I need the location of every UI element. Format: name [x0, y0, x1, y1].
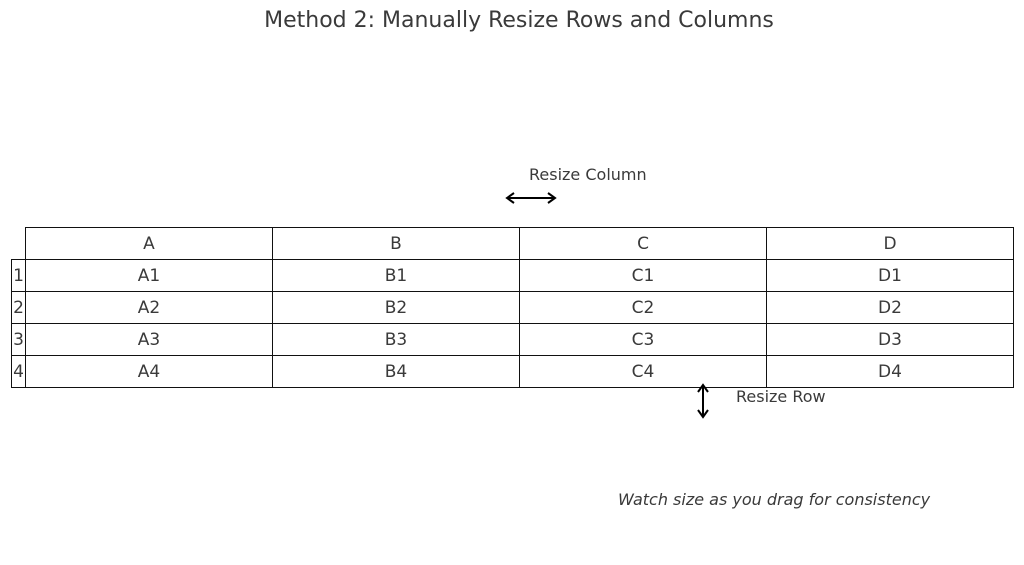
table-cell[interactable]: B2 [272, 291, 520, 324]
table-cell[interactable]: D1 [766, 259, 1014, 292]
resize-column-label: Resize Column [529, 165, 647, 184]
table-cell[interactable]: D3 [766, 323, 1014, 356]
column-header-d[interactable]: D [766, 227, 1014, 260]
table-cell[interactable]: D4 [766, 355, 1014, 388]
row-header-3[interactable]: 3 [11, 323, 26, 356]
row-header-2[interactable]: 2 [11, 291, 26, 324]
table-cell[interactable]: B3 [272, 323, 520, 356]
table-cell[interactable]: D2 [766, 291, 1014, 324]
table-cell[interactable]: C4 [519, 355, 767, 388]
table-cell[interactable]: B1 [272, 259, 520, 292]
table-cell[interactable]: C2 [519, 291, 767, 324]
row-header-1[interactable]: 1 [11, 259, 26, 292]
table-cell[interactable]: A4 [25, 355, 273, 388]
row-header-4[interactable]: 4 [11, 355, 26, 388]
tip-note: Watch size as you drag for consistency [618, 490, 931, 509]
table-cell[interactable]: A3 [25, 323, 273, 356]
table-cell[interactable]: C1 [519, 259, 767, 292]
column-header-c[interactable]: C [519, 227, 767, 260]
double-arrow-vertical-icon [697, 383, 709, 419]
table-cell[interactable]: A1 [25, 259, 273, 292]
resize-row-label: Resize Row [736, 387, 826, 406]
double-arrow-horizontal-icon [505, 192, 557, 204]
page-title: Method 2: Manually Resize Rows and Colum… [264, 8, 774, 33]
column-header-b[interactable]: B [272, 227, 520, 260]
table-cell[interactable]: C3 [519, 323, 767, 356]
table-cell[interactable]: B4 [272, 355, 520, 388]
column-header-a[interactable]: A [25, 227, 273, 260]
table-cell[interactable]: A2 [25, 291, 273, 324]
